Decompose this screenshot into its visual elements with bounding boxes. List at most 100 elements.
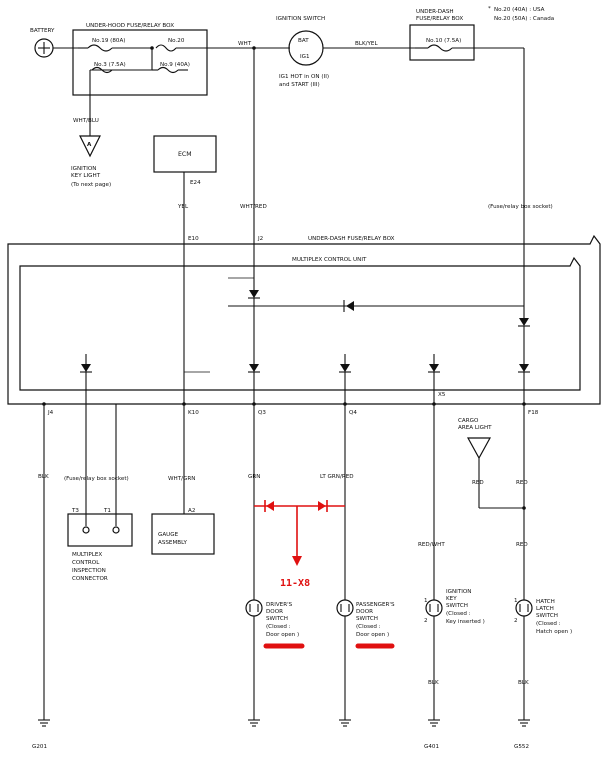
key-light-a: A — [87, 142, 92, 148]
fuse-20: No.20 — [155, 38, 207, 52]
ecm-box — [153, 135, 217, 173]
wire-whtblu-label: WHT/BLU — [73, 118, 99, 124]
driver-door-switch — [245, 599, 263, 617]
connector-l1: MULTIPLEX — [72, 552, 102, 558]
wire-grn-label: GRN — [248, 474, 260, 480]
underdash-top-title1: UNDER-DASH — [416, 9, 454, 15]
hatch-l1: HATCH — [536, 599, 555, 605]
hatch-l3: SWITCH — [536, 613, 558, 619]
connector-l4: CONNECTOR — [72, 576, 108, 582]
pin-e10: E10 — [188, 236, 199, 242]
battery-label: BATTERY — [30, 28, 55, 34]
ign-key-l3: SWITCH — [446, 603, 468, 609]
svg-text:No.19 (80A): No.19 (80A) — [92, 38, 126, 44]
driver-sw-l2: DOOR — [266, 609, 283, 615]
underhood-title: UNDER-HOOD FUSE/RELAY BOX — [86, 23, 174, 29]
fuse-9: No.9 (40A) — [152, 62, 190, 74]
ign-key-l4: (Closed : — [446, 611, 471, 617]
gauge-pin: A2 — [188, 508, 195, 514]
battery-symbol — [34, 38, 54, 58]
wire-red2-label: RED — [516, 480, 528, 486]
socket-note: (Fuse/relay box socket) — [488, 204, 553, 210]
ignition-bat: BAT — [298, 38, 309, 44]
passenger-door-switch — [336, 599, 354, 617]
pin-f18: F18 — [528, 410, 539, 416]
multiplex-control-unit — [19, 256, 581, 391]
underdash-top-title2: FUSE/RELAY BOX — [416, 16, 463, 22]
footnote-star: * — [488, 6, 491, 12]
ign-key-p1: 1 — [424, 598, 428, 604]
hatch-p2: 2 — [514, 618, 518, 624]
underdash-fuse-box — [7, 234, 601, 405]
wire-wht-label: WHT — [238, 41, 252, 47]
ignition-note1: IG1 HOT in ON (II) — [279, 74, 329, 80]
ground-passenger — [339, 719, 351, 727]
pin-q4: Q4 — [349, 410, 357, 416]
cargo-l1: CARGO — [458, 418, 479, 424]
hatch-l5: Hatch open ) — [536, 629, 572, 635]
hatch-latch-switch — [515, 599, 533, 617]
ignition-key-switch — [425, 599, 443, 617]
hatch-p1: 1 — [514, 598, 518, 604]
hatch-l4: (Closed : — [536, 621, 561, 627]
gauge-l2: ASSEMBLY — [158, 540, 187, 546]
multiplex-inspection-connector — [67, 513, 133, 547]
ground-g401-label: G401 — [424, 744, 439, 750]
underdash-box-title: UNDER-DASH FUSE/RELAY BOX — [308, 236, 395, 242]
connector-l3: INSPECTION — [72, 568, 106, 574]
driver-sw-l4: (Closed : — [266, 624, 291, 630]
ground-g201-label: G201 — [32, 744, 47, 750]
socket-note2: (Fuse/relay box socket) — [64, 476, 129, 482]
wire-whtgrn-label: WHT/GRN — [168, 476, 195, 482]
svg-text:No.9 (40A): No.9 (40A) — [160, 62, 190, 68]
gauge-l1: GAUGE — [158, 532, 179, 538]
svg-text:No.10 (7.5A): No.10 (7.5A) — [426, 38, 461, 44]
pass-sw-l2: DOOR — [356, 609, 373, 615]
pin-j4: J4 — [47, 410, 54, 416]
key-light-l2: KEY LIGHT — [71, 173, 101, 179]
footnote-line1: No.20 (40A) : USA — [494, 7, 545, 13]
ign-key-p2: 2 — [424, 618, 428, 624]
pin-x5: X5 — [438, 392, 446, 398]
ign-key-l1: IGNITION — [446, 589, 471, 595]
pass-sw-l5: Door open ) — [356, 632, 389, 638]
wire-ltgrnred-label: LT GRN/RED — [320, 474, 354, 480]
ground-g552 — [518, 719, 530, 727]
svg-text:No.3 (7.5A): No.3 (7.5A) — [94, 62, 126, 68]
wire-red1-label: RED — [472, 480, 484, 486]
ground-g201 — [38, 719, 50, 727]
driver-sw-l5: Door open ) — [266, 632, 299, 638]
ignition-ig1: IG1 — [300, 54, 310, 60]
footnote-line2: No.20 (50A) : Canada — [494, 16, 554, 22]
ground-g401 — [428, 719, 440, 727]
fuse-10: No.10 (7.5A) — [415, 38, 524, 52]
wire-blkyel-label: BLK/YEL — [355, 41, 378, 47]
cargo-area-light — [466, 437, 492, 460]
wire-yel-label: YEL — [177, 204, 189, 210]
driver-sw-l3: SWITCH — [266, 616, 288, 622]
ecm-label: ECM — [178, 151, 192, 158]
underhood-fuse-box — [72, 29, 208, 96]
ground-driver — [248, 719, 260, 727]
pin-k10: K10 — [188, 410, 199, 416]
ignition-note2: and START (III) — [279, 82, 320, 88]
ign-key-l5: Key inserted ) — [446, 619, 485, 625]
wire-red3-label: RED — [516, 542, 528, 548]
wire-blk2-label: BLK — [428, 680, 439, 686]
connector-t1: T1 — [103, 508, 111, 514]
key-light-l1: IGNITION — [71, 166, 96, 172]
driver-sw-l1: DRIVER'S — [266, 602, 293, 608]
hatch-l2: LATCH — [536, 606, 554, 612]
connector-t3: T3 — [71, 508, 79, 514]
gauge-assembly — [151, 513, 215, 555]
pin-j2: J2 — [257, 236, 263, 242]
mcu-title: MULTIPLEX CONTROL UNIT — [292, 257, 367, 263]
red-annotation — [254, 500, 395, 649]
key-light-connector — [79, 135, 101, 158]
wire-redwht-label: RED/WHT — [418, 542, 445, 548]
ign-key-l2: KEY — [446, 596, 457, 602]
annotation-label: 11-X8 — [280, 578, 310, 589]
svg-text:No.20: No.20 — [168, 38, 185, 44]
key-light-l3: (To next page) — [71, 182, 111, 188]
